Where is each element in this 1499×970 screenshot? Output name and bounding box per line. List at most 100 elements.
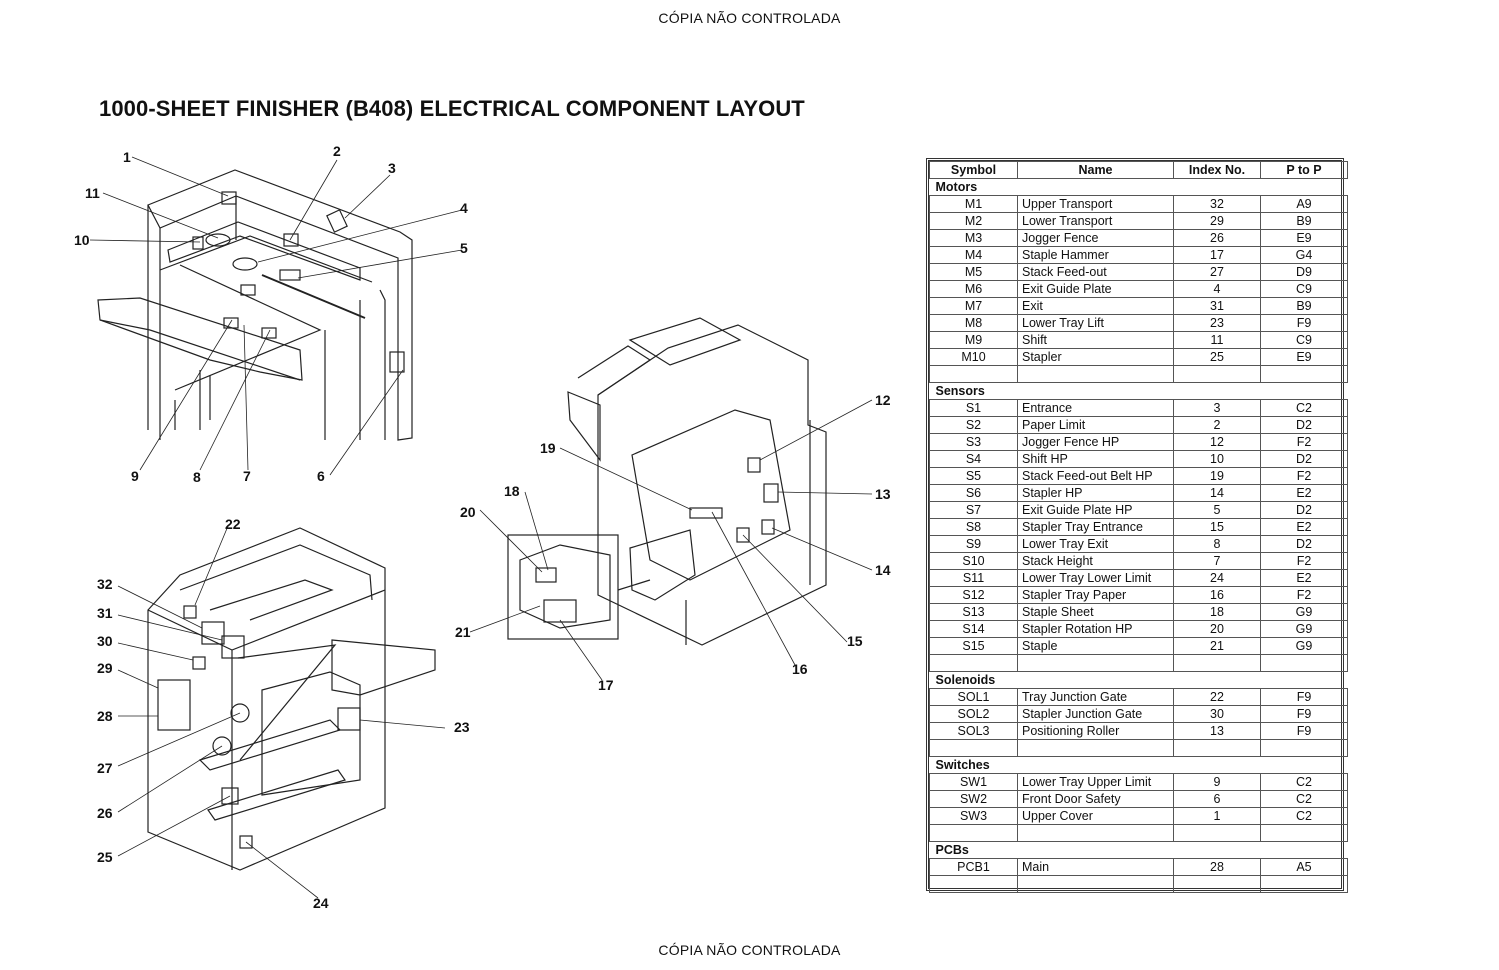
callout-13: 13: [875, 486, 891, 502]
cell-name: Lower Tray Upper Limit: [1017, 773, 1174, 791]
cell-name: Stapler Junction Gate: [1017, 705, 1174, 723]
cell-symbol: S15: [929, 637, 1018, 655]
callout-16: 16: [792, 661, 808, 677]
cell-ptop: D9: [1260, 263, 1348, 281]
cell-index: 21: [1173, 637, 1261, 655]
cell-index: 27: [1173, 263, 1261, 281]
cell-name: Exit Guide Plate HP: [1017, 501, 1174, 519]
cell-name: Stapler Tray Paper: [1017, 586, 1174, 604]
cell-symbol: SOL2: [929, 705, 1018, 723]
cell-index: 25: [1173, 348, 1261, 366]
callout-5: 5: [460, 240, 468, 256]
cell-symbol: PCB1: [929, 858, 1018, 876]
cell-index: 11: [1173, 331, 1261, 349]
cell-name: Shift HP: [1017, 450, 1174, 468]
cell-name: Staple Sheet: [1017, 603, 1174, 621]
cell-symbol: M5: [929, 263, 1018, 281]
cell-ptop: G4: [1260, 246, 1348, 264]
cell-index: 14: [1173, 484, 1261, 502]
cell-index: 32: [1173, 195, 1261, 213]
callout-29: 29: [97, 660, 113, 676]
cell-ptop: C2: [1260, 790, 1348, 808]
cell-symbol: S9: [929, 535, 1018, 553]
callout-3: 3: [388, 160, 396, 176]
cell-symbol: M1: [929, 195, 1018, 213]
cell-ptop: D2: [1260, 416, 1348, 434]
cell-index: 12: [1173, 433, 1261, 451]
callout-10: 10: [74, 232, 90, 248]
cell-symbol: S7: [929, 501, 1018, 519]
cell-index: 30: [1173, 705, 1261, 723]
diagram-bottom-left: [117, 525, 446, 899]
cell-index: 19: [1173, 467, 1261, 485]
cell-symbol: M7: [929, 297, 1018, 315]
cell-symbol: SW1: [929, 773, 1018, 791]
cell-symbol: M8: [929, 314, 1018, 332]
cell-ptop: C2: [1260, 807, 1348, 825]
cell-index: 6: [1173, 790, 1261, 808]
spacer-row: [929, 824, 1348, 842]
group-row: Motors: [929, 178, 1348, 196]
callout-19: 19: [540, 440, 556, 456]
cell-name: Paper Limit: [1017, 416, 1174, 434]
cell-symbol: S6: [929, 484, 1018, 502]
cell-ptop: D2: [1260, 450, 1348, 468]
spacer-row: [929, 875, 1348, 893]
callout-12: 12: [875, 392, 891, 408]
cell-name: Stack Feed-out: [1017, 263, 1174, 281]
cell-symbol: S1: [929, 399, 1018, 417]
cell-index: 13: [1173, 722, 1261, 740]
callout-23: 23: [454, 719, 470, 735]
cell-ptop: C9: [1260, 331, 1348, 349]
cell-ptop: E2: [1260, 484, 1348, 502]
cell-index: 26: [1173, 229, 1261, 247]
cell-index: 17: [1173, 246, 1261, 264]
callout-25: 25: [97, 849, 113, 865]
cell-ptop: E2: [1260, 518, 1348, 536]
cell-symbol: M2: [929, 212, 1018, 230]
cell-symbol: S10: [929, 552, 1018, 570]
callout-20: 20: [460, 504, 476, 520]
cell-name: Stack Height: [1017, 552, 1174, 570]
cell-name: Lower Transport: [1017, 212, 1174, 230]
cell-name: Stapler Rotation HP: [1017, 620, 1174, 638]
diagram-middle: [469, 317, 873, 681]
callout-18: 18: [504, 483, 520, 499]
cell-symbol: M10: [929, 348, 1018, 366]
cell-ptop: A5: [1260, 858, 1348, 876]
cell-name: Lower Tray Exit: [1017, 535, 1174, 553]
cell-index: 16: [1173, 586, 1261, 604]
cell-symbol: SOL3: [929, 722, 1018, 740]
callout-4: 4: [460, 200, 468, 216]
cell-name: Stapler Tray Entrance: [1017, 518, 1174, 536]
cell-symbol: S2: [929, 416, 1018, 434]
callout-17: 17: [598, 677, 614, 693]
cell-index: 1: [1173, 807, 1261, 825]
cell-ptop: E9: [1260, 229, 1348, 247]
cell-name: Front Door Safety: [1017, 790, 1174, 808]
spacer-row: [929, 739, 1348, 757]
cell-symbol: S5: [929, 467, 1018, 485]
cell-ptop: F2: [1260, 586, 1348, 604]
group-label: Motors: [929, 178, 1348, 196]
group-row: PCBs: [929, 841, 1348, 859]
cell-index: 20: [1173, 620, 1261, 638]
callout-22: 22: [225, 516, 241, 532]
cell-symbol: S14: [929, 620, 1018, 638]
